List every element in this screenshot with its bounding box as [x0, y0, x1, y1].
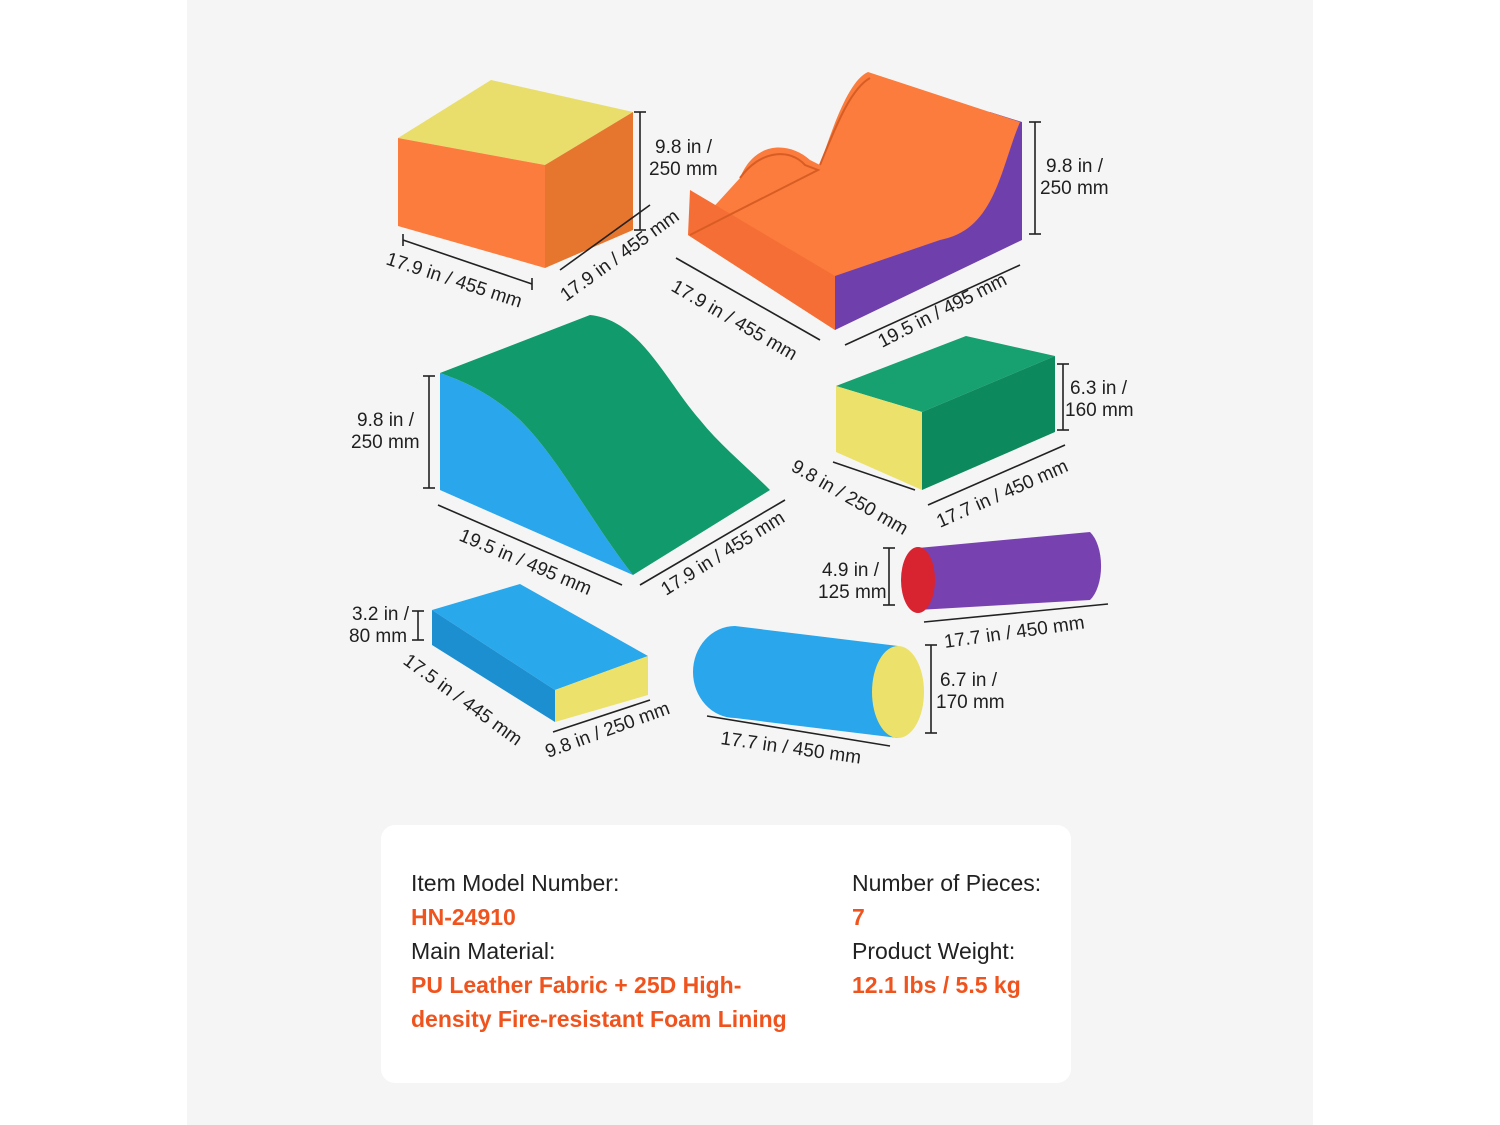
- wave-height-text-1: 9.8 in /: [1046, 156, 1104, 177]
- flat-mat-piece: [432, 584, 648, 722]
- block-height-text-1: 6.3 in /: [1070, 378, 1128, 399]
- specs-card: [381, 825, 1071, 1083]
- block-height-text-2: 160 mm: [1065, 400, 1134, 421]
- model-number-value: HN-24910: [411, 904, 516, 930]
- mat-height-text-1: 3.2 in /: [352, 604, 410, 625]
- cube-piece: [398, 80, 633, 268]
- small-cylinder-length-dimension: 17.7 in / 450 mm: [923, 603, 1109, 653]
- small-cylinder-height-text-2: 125 mm: [818, 582, 887, 603]
- specs-left-column: Item Model Number: HN-24910 Main Materia…: [411, 866, 811, 1036]
- pieces-value: 7: [852, 904, 865, 930]
- mat-height-dimension: 3.2 in / 80 mm: [349, 604, 424, 647]
- small-cylinder-piece: [901, 532, 1102, 613]
- block-height-dimension: 6.3 in / 160 mm: [1057, 363, 1134, 431]
- weight-value: 12.1 lbs / 5.5 kg: [852, 972, 1021, 998]
- model-number-label: Item Model Number:: [411, 870, 620, 896]
- cube-length-text: 17.9 in / 455 mm: [383, 249, 524, 313]
- cube-height-text-2: 250 mm: [649, 159, 718, 180]
- cube-height-dimension: 9.8 in / 250 mm: [634, 111, 718, 231]
- slope-height-text-1: 9.8 in /: [357, 410, 415, 431]
- large-cylinder-piece: [693, 626, 924, 738]
- large-cylinder-height-text-2: 170 mm: [936, 692, 1005, 713]
- slope-height-text-2: 250 mm: [351, 432, 420, 453]
- material-value-line-2: density Fire-resistant Foam Lining: [411, 1006, 787, 1032]
- rect-block-piece: [836, 336, 1055, 490]
- weight-label: Product Weight:: [852, 938, 1016, 964]
- material-label: Main Material:: [411, 938, 556, 964]
- curved-slope-piece: [440, 315, 770, 575]
- specs-right-column: Number of Pieces: 7 Product Weight: 12.1…: [852, 866, 1062, 1002]
- pieces-label: Number of Pieces:: [852, 870, 1042, 896]
- material-value-line-1: PU Leather Fabric + 25D High-: [411, 972, 742, 998]
- wave-height-text-2: 250 mm: [1040, 178, 1109, 199]
- wave-height-dimension: 9.8 in / 250 mm: [1029, 121, 1109, 235]
- large-cylinder-height-dimension: 6.7 in / 170 mm: [925, 644, 1005, 734]
- slope-height-dimension: 9.8 in / 250 mm: [351, 375, 435, 489]
- large-cylinder-length-text: 17.7 in / 450 mm: [719, 728, 862, 768]
- cube-height-text-1: 9.8 in /: [655, 137, 713, 158]
- wave-steps-piece: [688, 72, 1022, 330]
- mat-height-text-2: 80 mm: [349, 626, 407, 647]
- large-cylinder-height-text-1: 6.7 in /: [940, 670, 998, 691]
- small-cylinder-height-dimension: 4.9 in / 125 mm: [818, 547, 895, 606]
- small-cylinder-height-text-1: 4.9 in /: [822, 560, 880, 581]
